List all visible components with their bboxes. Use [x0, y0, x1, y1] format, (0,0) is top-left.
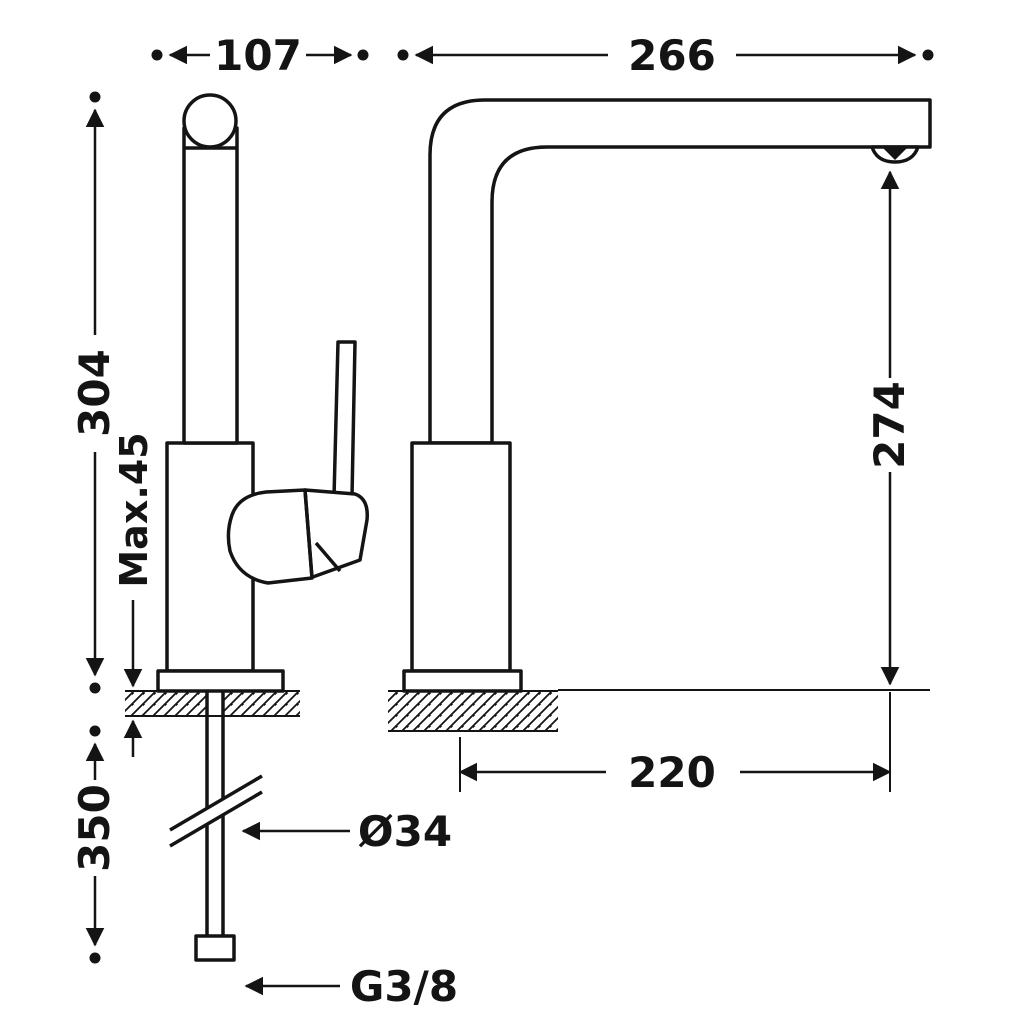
faucet-front-view [402, 98, 932, 693]
dim-label-top-width: 107 [214, 31, 302, 80]
dim-label-connection-thread: G3/8 [350, 962, 458, 1011]
side-top-cap [182, 93, 238, 149]
front-body [410, 441, 512, 673]
dim-label-max-deck: Max.45 [112, 432, 156, 587]
dim-body-height: 304 [70, 91, 119, 694]
faucet-side-view [156, 93, 369, 693]
handle-cartridge-housing [226, 488, 314, 585]
dim-max-deck-thickness: Max.45 [112, 432, 156, 757]
dim-top-width: 107 [151, 31, 369, 80]
handle-pivot-line [314, 541, 342, 573]
aerator-outlet [883, 148, 907, 160]
pipe-break-mask [170, 776, 262, 846]
dim-label-under-deck: 350 [70, 784, 119, 872]
dim-spout-reach-top: 266 [397, 31, 934, 80]
dimensions: 107 266 304 Max.45 274 [70, 31, 934, 1011]
dim-spout-clearance: 274 [865, 170, 914, 686]
handle-lever-rod [332, 340, 357, 499]
connector-nut [194, 934, 236, 962]
dim-outlet-offset: 220 [458, 692, 892, 797]
dim-under-deck-length: 350 [70, 725, 119, 964]
front-spout [428, 98, 932, 445]
dim-label-spout-clearance: 274 [865, 381, 914, 469]
dim-connection-thread: G3/8 [244, 962, 458, 1011]
side-column [182, 126, 239, 445]
dim-label-hole-diameter: Ø34 [358, 807, 452, 856]
dim-label-body-height: 304 [70, 349, 119, 437]
pipe-break-lines [169, 774, 263, 848]
dim-label-outlet-offset: 220 [628, 748, 716, 797]
countertop-section [125, 689, 930, 732]
handle-lever-base [303, 488, 369, 580]
side-base-flange [156, 669, 285, 693]
front-base-flange [402, 669, 523, 693]
handle-joint-line [303, 489, 314, 579]
dim-label-spout-reach-top: 266 [628, 31, 716, 80]
dim-hole-diameter: Ø34 [241, 807, 452, 856]
deck-hatch-right [388, 691, 558, 731]
pipe-deck-mask [208, 689, 222, 718]
supply-pipe [169, 691, 263, 962]
